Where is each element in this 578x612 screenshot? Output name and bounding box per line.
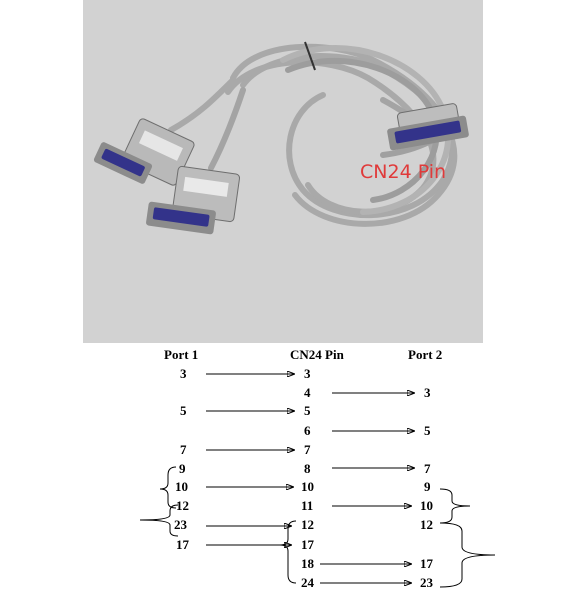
port2-pin: 10 <box>420 498 433 513</box>
cn24-pin: 4 <box>304 385 311 400</box>
port2-pin: 5 <box>424 423 431 438</box>
bracket-cn24 <box>279 520 297 584</box>
port1-pin: 7 <box>180 442 187 457</box>
pinout-diagram: Port 1 CN24 Pin Port 2 3 5 7 9 10 12 23 … <box>0 343 578 607</box>
port2-pin: 3 <box>424 385 431 400</box>
cn24-pin: 5 <box>304 403 311 418</box>
pinout-svg: Port 1 CN24 Pin Port 2 3 5 7 9 10 12 23 … <box>139 347 496 590</box>
header-cn24: CN24 Pin <box>290 347 345 362</box>
port2-pin: 12 <box>420 517 433 532</box>
port1-pin: 23 <box>174 517 188 532</box>
cable-tie <box>304 41 316 71</box>
cn24-pin: 3 <box>304 366 311 381</box>
port1-pin: 5 <box>180 403 187 418</box>
port1-pin: 3 <box>180 366 187 381</box>
cn24-pin: 7 <box>304 442 311 457</box>
connector-left-1 <box>93 118 195 186</box>
cn24-pin: 12 <box>301 517 314 532</box>
port1-pin: 10 <box>175 479 188 494</box>
product-photo: CN24 Pin <box>83 0 483 343</box>
cn24-pin: 10 <box>301 479 314 494</box>
bracket-port1-lower <box>139 504 179 537</box>
port2-pin: 17 <box>420 556 434 571</box>
header-port2: Port 2 <box>408 347 442 362</box>
port2-pin: 7 <box>424 461 431 476</box>
photo-label: CN24 Pin <box>360 161 446 183</box>
bracket-port1-upper <box>159 466 177 509</box>
port1-pin: 12 <box>176 498 189 513</box>
cn24-pin: 6 <box>304 423 311 438</box>
bracket-port2-lower <box>439 522 496 588</box>
bracket-port2-upper <box>439 488 471 524</box>
connector-left-2 <box>146 165 241 235</box>
connector-right <box>387 103 469 151</box>
cable-illustration: CN24 Pin <box>83 0 483 343</box>
cn24-pin: 17 <box>301 537 315 552</box>
port2-pin: 9 <box>424 479 431 494</box>
cn24-pin: 24 <box>301 575 315 590</box>
port2-pin: 23 <box>420 575 434 590</box>
cn24-pin: 11 <box>301 498 313 513</box>
cn24-pin: 18 <box>301 556 315 571</box>
port1-pin: 9 <box>179 461 186 476</box>
port1-pin: 17 <box>176 537 190 552</box>
header-port1: Port 1 <box>164 347 198 362</box>
cn24-pin: 8 <box>304 461 311 476</box>
